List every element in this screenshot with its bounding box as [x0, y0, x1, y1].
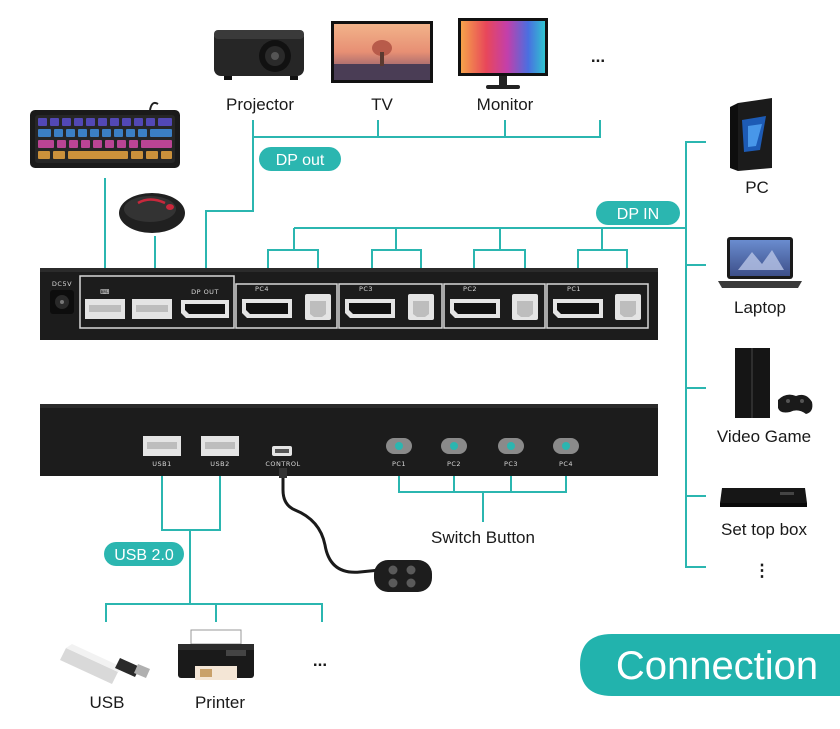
usb-label: USB: [90, 693, 125, 712]
top-more-dots: ...: [591, 47, 605, 66]
set-top-box-label: Set top box: [721, 520, 808, 539]
dp-out-wire: [205, 137, 254, 290]
usb-device-bus-wire: [105, 603, 323, 622]
pc3-usb-b-port[interactable]: [408, 294, 434, 320]
switch-button-label: Switch Button: [431, 528, 535, 547]
pc-label: PC: [745, 178, 769, 197]
pc1-usb-b-port[interactable]: [615, 294, 641, 320]
switch-button-pc3[interactable]: [498, 438, 524, 454]
connection-title: Connection: [616, 644, 818, 688]
pc3-dp-port[interactable]: [345, 299, 395, 318]
usb-hub-wire: [161, 476, 221, 531]
front-pc1-label: PC1: [392, 460, 406, 468]
pc2-port-label: PC2: [463, 285, 477, 293]
source-bus-wire: [685, 141, 706, 568]
right-more-dots: ⋮: [754, 561, 771, 580]
mouse-icon: [119, 193, 185, 233]
usb2-label: USB2: [210, 460, 229, 468]
game-console-icon: [735, 348, 813, 418]
switch-button-pc1[interactable]: [386, 438, 412, 454]
pc2-dp-port[interactable]: [450, 299, 500, 318]
monitor-icon: [458, 18, 548, 89]
switch-button-pc2[interactable]: [441, 438, 467, 454]
control-port[interactable]: [272, 446, 292, 456]
pc4-group-frame: [235, 283, 338, 329]
dp-out-port[interactable]: [181, 300, 229, 318]
dp-in-tag: DP IN: [596, 201, 680, 225]
remote-switch-icon: [279, 468, 432, 592]
rear-usb-port-1[interactable]: [85, 299, 125, 319]
projector-icon: [214, 30, 304, 80]
control-label: CONTROL: [265, 460, 300, 468]
laptop-label: Laptop: [734, 298, 786, 317]
front-pc3-label: PC3: [504, 460, 518, 468]
pc2-usb-b-port[interactable]: [512, 294, 538, 320]
kb-port-glyph: ⌨: [100, 288, 110, 296]
printer-label: Printer: [195, 693, 245, 712]
svg-text:DP IN: DP IN: [617, 206, 659, 223]
pc1-group-frame: [546, 283, 649, 329]
display-bus-wire: [252, 120, 601, 138]
svg-text:USB 2.0: USB 2.0: [114, 547, 174, 564]
pc3-group-frame: [338, 283, 443, 329]
tv-label: TV: [371, 95, 393, 114]
rear-usb-port-2[interactable]: [132, 299, 172, 319]
tv-icon: [331, 21, 433, 83]
video-game-label: Video Game: [717, 427, 811, 446]
laptop-icon: [718, 237, 802, 288]
keyboard-icon: [30, 101, 180, 168]
projector-label: Projector: [226, 95, 294, 114]
front-pc2-label: PC2: [447, 460, 461, 468]
connection-banner: Connection: [580, 634, 840, 696]
front-usb-port-2[interactable]: [201, 436, 239, 456]
usb-drive-icon: [60, 644, 150, 684]
pc-tower-icon: [730, 98, 772, 171]
pc1-dp-port[interactable]: [553, 299, 603, 318]
usb1-label: USB1: [152, 460, 171, 468]
switch-button-pc4[interactable]: [553, 438, 579, 454]
pc2-group-frame: [443, 283, 546, 329]
switch-button-bracket: [398, 476, 567, 493]
set-top-box-icon: [720, 488, 807, 507]
front-pc4-label: PC4: [559, 460, 573, 468]
dc-label: DC5V: [52, 280, 72, 288]
usb-2-tag: USB 2.0: [104, 542, 184, 566]
dp-out-tag: DP out: [259, 147, 341, 171]
bottom-more-dots: ...: [313, 651, 327, 670]
svg-text:DP out: DP out: [276, 152, 325, 169]
pc3-port-label: PC3: [359, 285, 373, 293]
monitor-label: Monitor: [477, 95, 534, 114]
printer-icon: [178, 629, 254, 680]
rear-panel: DC5V ⌨ DP OUT PC4 PC3: [40, 268, 658, 340]
pc4-dp-port[interactable]: [242, 299, 292, 318]
pc4-usb-b-port[interactable]: [305, 294, 331, 320]
dp-out-port-label: DP OUT: [191, 288, 219, 296]
pc4-port-label: PC4: [255, 285, 269, 293]
front-usb-port-1[interactable]: [143, 436, 181, 456]
pc1-port-label: PC1: [567, 285, 581, 293]
keyboard-mouse-group-frame: [79, 275, 235, 329]
front-panel: USB1 USB2 CONTROL PC1 PC2 PC3: [40, 404, 658, 476]
